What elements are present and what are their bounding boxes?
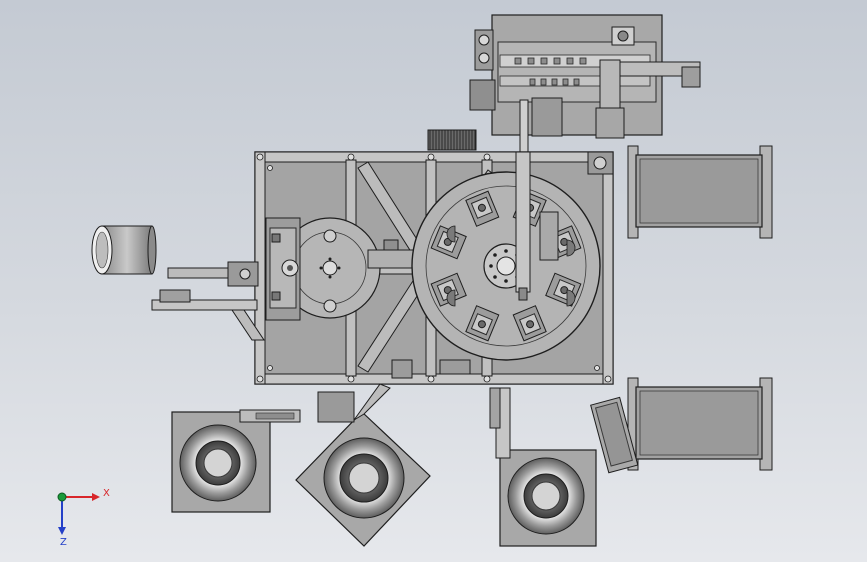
- nest-pin-icon: [526, 320, 535, 329]
- y-axis-icon: [57, 492, 67, 502]
- left-feeder[interactable]: [91, 225, 265, 341]
- feeder-bowl-middle-base: [317, 391, 355, 423]
- dial-station-nest: [512, 305, 547, 342]
- top-module-lower-block: [531, 97, 563, 137]
- sensor-icon: [593, 156, 607, 170]
- left-feeder-brace: [231, 309, 265, 341]
- fitting-icon: [239, 268, 251, 280]
- top-module[interactable]: [469, 14, 701, 171]
- left-feeder-rail: [151, 299, 258, 311]
- top-module-cylinder: [599, 59, 621, 111]
- nest-pin-icon: [477, 203, 486, 212]
- top-module-slots: [514, 57, 587, 86]
- tray-rack-upper-inner: [639, 158, 759, 224]
- x-axis-label: X: [103, 488, 110, 499]
- tray-rack-lower-inner: [639, 390, 759, 456]
- heatsink: [427, 129, 477, 151]
- supply-drum: [91, 225, 157, 275]
- top-module-knob-icon: [617, 30, 629, 42]
- dial-station-nest: [465, 305, 500, 342]
- feeder-bowl-middle[interactable]: [295, 383, 431, 547]
- top-module-gripper: [595, 107, 625, 139]
- tray-rack-lower[interactable]: [627, 377, 773, 471]
- left-turntable-hub-icon: [322, 260, 338, 276]
- beam-right: [602, 151, 614, 385]
- nest-pin-icon: [477, 320, 486, 329]
- top-module-base-left: [469, 79, 496, 111]
- fitting-icon: [478, 52, 490, 64]
- coordinate-triad: X Z: [57, 488, 110, 548]
- fitting-icon: [478, 34, 490, 46]
- dial-center-icon: [496, 256, 516, 276]
- feeder-bowl-left[interactable]: [171, 409, 301, 513]
- tray-rack-upper[interactable]: [627, 145, 773, 239]
- dial-cutouts: [446, 225, 576, 307]
- dial-side-module: [539, 211, 559, 261]
- left-rotary-unit[interactable]: [265, 217, 471, 379]
- z-axis-label: Z: [60, 537, 67, 548]
- tray-pusher[interactable]: [590, 396, 639, 474]
- top-module-arm-end: [681, 66, 701, 88]
- feeder-bowl-right[interactable]: [489, 387, 597, 547]
- rotary-dial-table[interactable]: [411, 151, 601, 361]
- dial-feed-rail: [515, 151, 531, 293]
- dial-station-nest: [465, 190, 500, 227]
- feeder-bowl-middle-chute: [353, 383, 391, 421]
- mid-tool-block: [367, 249, 415, 269]
